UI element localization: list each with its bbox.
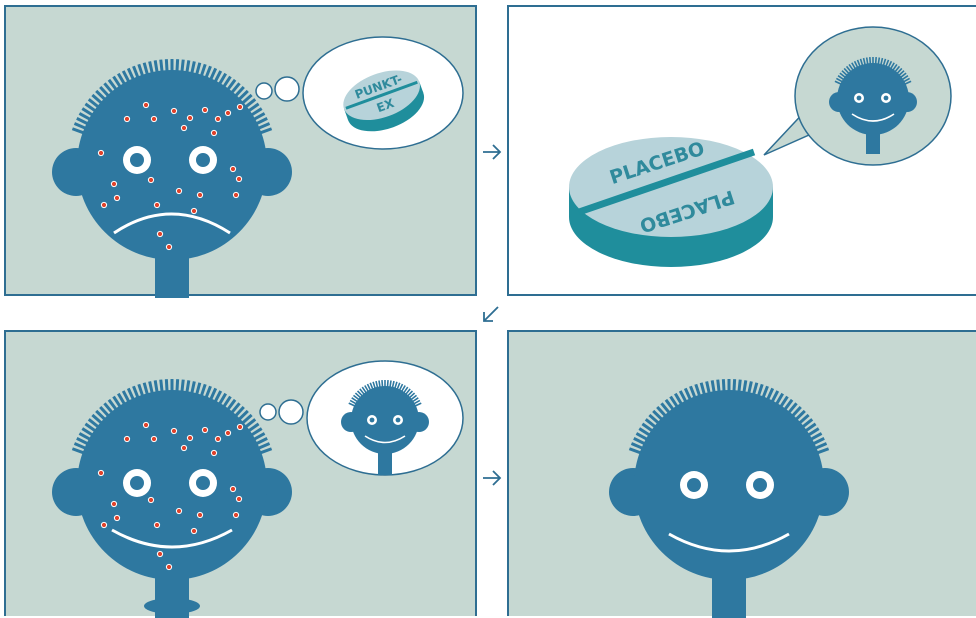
thought-dot-small [256, 83, 272, 99]
panel-sick-thinking-happy [4, 330, 477, 616]
panel-illustration: PUNKT- EX [6, 7, 479, 298]
panel-illustration [6, 332, 479, 618]
panel-healthy-happy [507, 330, 976, 616]
thought-dot-large [275, 77, 299, 101]
panel-sick-thinking-pill: PUNKT- EX [4, 5, 477, 296]
arrow-right-icon [480, 142, 504, 162]
panel-illustration: PLACEBO PLACEBO [509, 7, 976, 298]
arrow-right-icon [480, 468, 504, 488]
small-happy-face [837, 63, 909, 135]
head [77, 70, 267, 260]
placebo-pill: PLACEBO PLACEBO [569, 137, 773, 267]
head [77, 390, 267, 580]
small-happy-face [351, 386, 419, 454]
arrow-down-left-icon [480, 303, 502, 325]
panel-illustration [509, 332, 976, 618]
panel-placebo-pill: PLACEBO PLACEBO [507, 5, 976, 296]
